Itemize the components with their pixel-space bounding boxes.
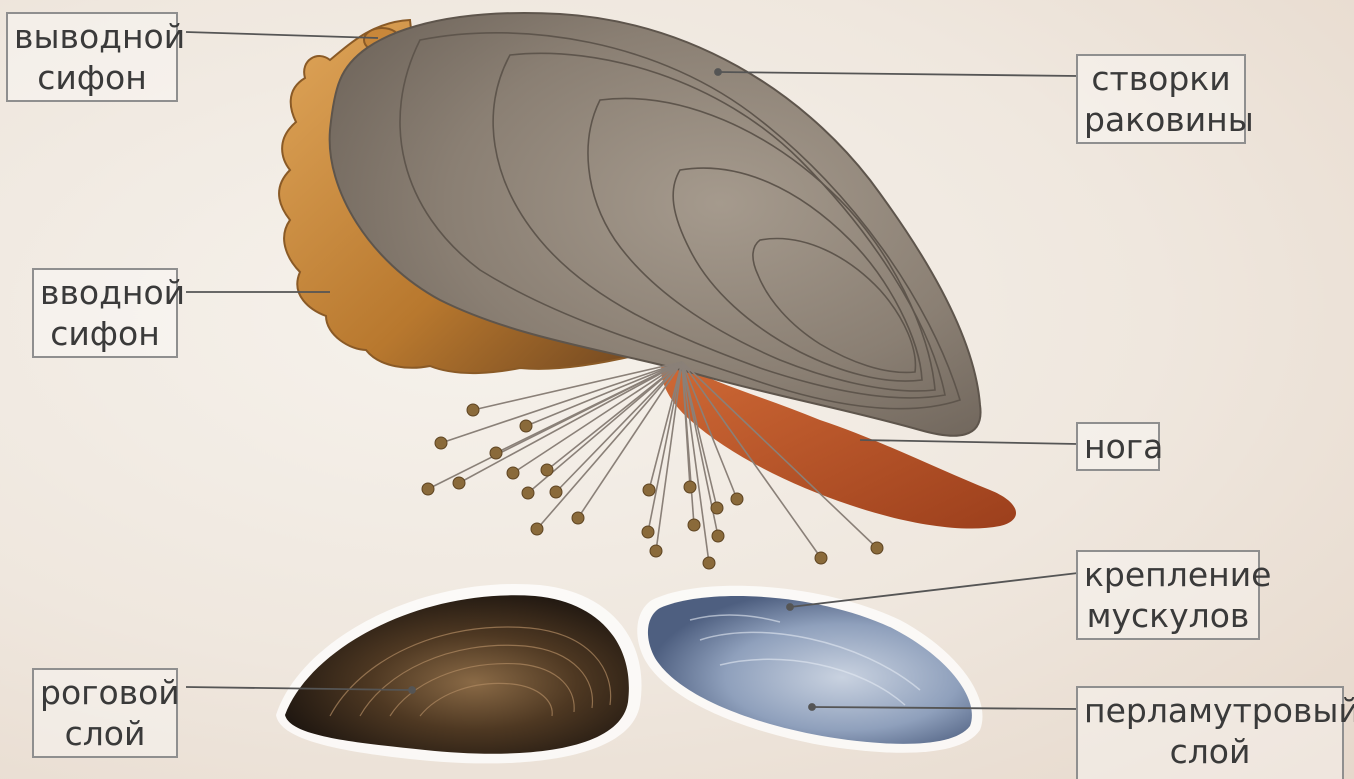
label-shell-valves: створки раковины [1076, 54, 1246, 144]
label-inlet-siphon: вводной сифон [32, 268, 178, 358]
inner-shell-image [637, 586, 982, 753]
label-foot: нога [1076, 422, 1160, 471]
label-outlet-siphon: выводной сифон [6, 12, 178, 102]
outer-shell-image [276, 584, 642, 763]
label-nacre-layer: перламутровый слой [1076, 686, 1344, 779]
label-muscle-attachment: крепление мускулов [1076, 550, 1260, 640]
label-horn-layer: роговой слой [32, 668, 178, 758]
